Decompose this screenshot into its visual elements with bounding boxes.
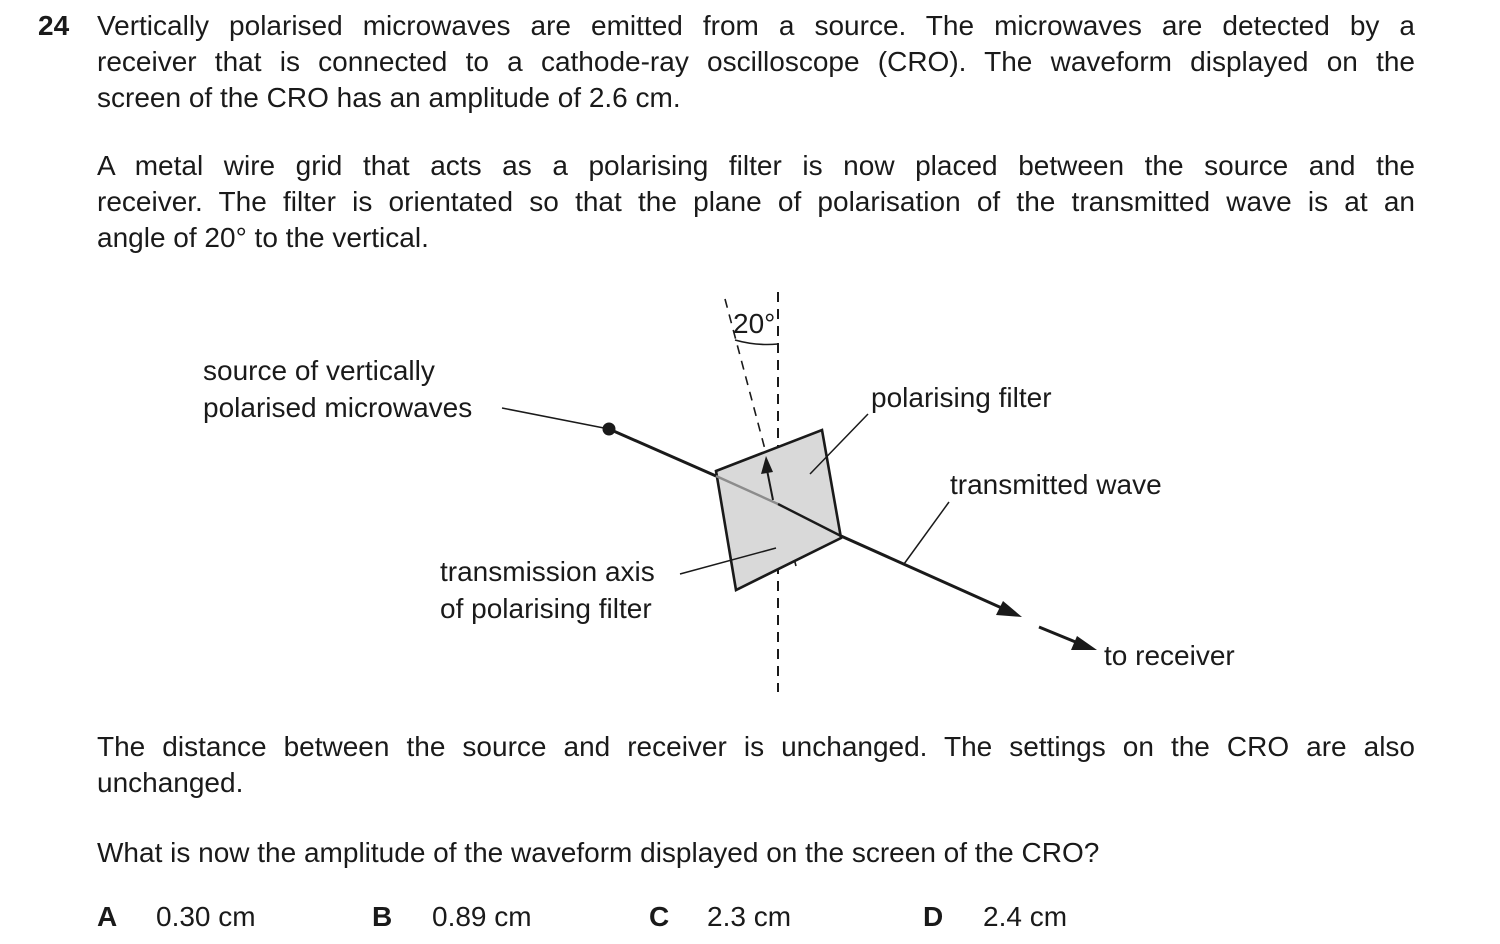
axis-label-line-2: of polarising filter (440, 593, 652, 624)
unchanged-line-2: unchanged. (97, 767, 244, 798)
angle-arc (734, 339, 779, 346)
transmission-axis-arrow (766, 469, 774, 501)
source-label-line-1: source of vertically (203, 355, 435, 386)
intro-paragraph: Vertically polarised microwaves are emit… (97, 8, 1415, 116)
option-c-key[interactable]: C (649, 901, 670, 932)
option-c-value[interactable]: 2.3 cm (707, 901, 792, 932)
receiver-label: to receiver (1104, 640, 1235, 671)
transmission-axis-arrowhead (761, 456, 773, 474)
option-a-value[interactable]: 0.30 cm (156, 901, 256, 932)
option-d-value[interactable]: 2.4 cm (983, 901, 1068, 932)
axis-label-line-1: transmission axis (440, 556, 655, 587)
intro-line-2: receiver that is connected to a cathode-… (97, 46, 1415, 77)
source-leader-line (501, 407, 610, 430)
unchanged-line-1: The distance between the source and rece… (97, 731, 1415, 762)
filter-line-2: receiver. The filter is orientated so th… (97, 186, 1415, 217)
filter-line-1: A metal wire grid that acts as a polaris… (97, 150, 1415, 181)
wave-through-filter (715, 474, 779, 506)
polarising-filter-shape (714, 428, 843, 592)
question-prompt: What is now the amplitude of the wavefor… (97, 835, 1415, 871)
question-number: 24 (38, 10, 70, 41)
filter-paragraph: A metal wire grid that acts as a polaris… (97, 148, 1415, 256)
transmitted-leader-line (903, 501, 950, 565)
transmitted-wave-line (840, 534, 1005, 611)
unchanged-paragraph: The distance between the source and rece… (97, 729, 1415, 801)
transmitted-label: transmitted wave (950, 469, 1162, 500)
intro-line-1: Vertically polarised microwaves are emit… (97, 10, 1415, 41)
receiver-arrow-line (1038, 625, 1079, 645)
source-dot (602, 422, 616, 436)
prompt-line: What is now the amplitude of the wavefor… (97, 837, 1100, 868)
axis-leader-line (679, 547, 777, 575)
tilted-reference-line (724, 298, 797, 567)
transmitted-arrowhead (996, 601, 1022, 617)
option-a-key[interactable]: A (97, 901, 118, 932)
receiver-arrowhead (1071, 636, 1097, 650)
filter-line-3: angle of 20° to the vertical. (97, 222, 429, 253)
wave-through-filter-dark (777, 502, 842, 538)
option-b-value[interactable]: 0.89 cm (432, 901, 532, 932)
angle-label: 20° (733, 308, 775, 339)
filter-leader-line (809, 413, 869, 475)
source-label-line-2: polarised microwaves (203, 392, 472, 423)
option-b-key[interactable]: B (372, 901, 393, 932)
filter-label: polarising filter (871, 382, 1052, 413)
intro-line-3: screen of the CRO has an amplitude of 2.… (97, 82, 681, 113)
incident-wave-line (608, 427, 717, 478)
option-d-key[interactable]: D (923, 901, 944, 932)
